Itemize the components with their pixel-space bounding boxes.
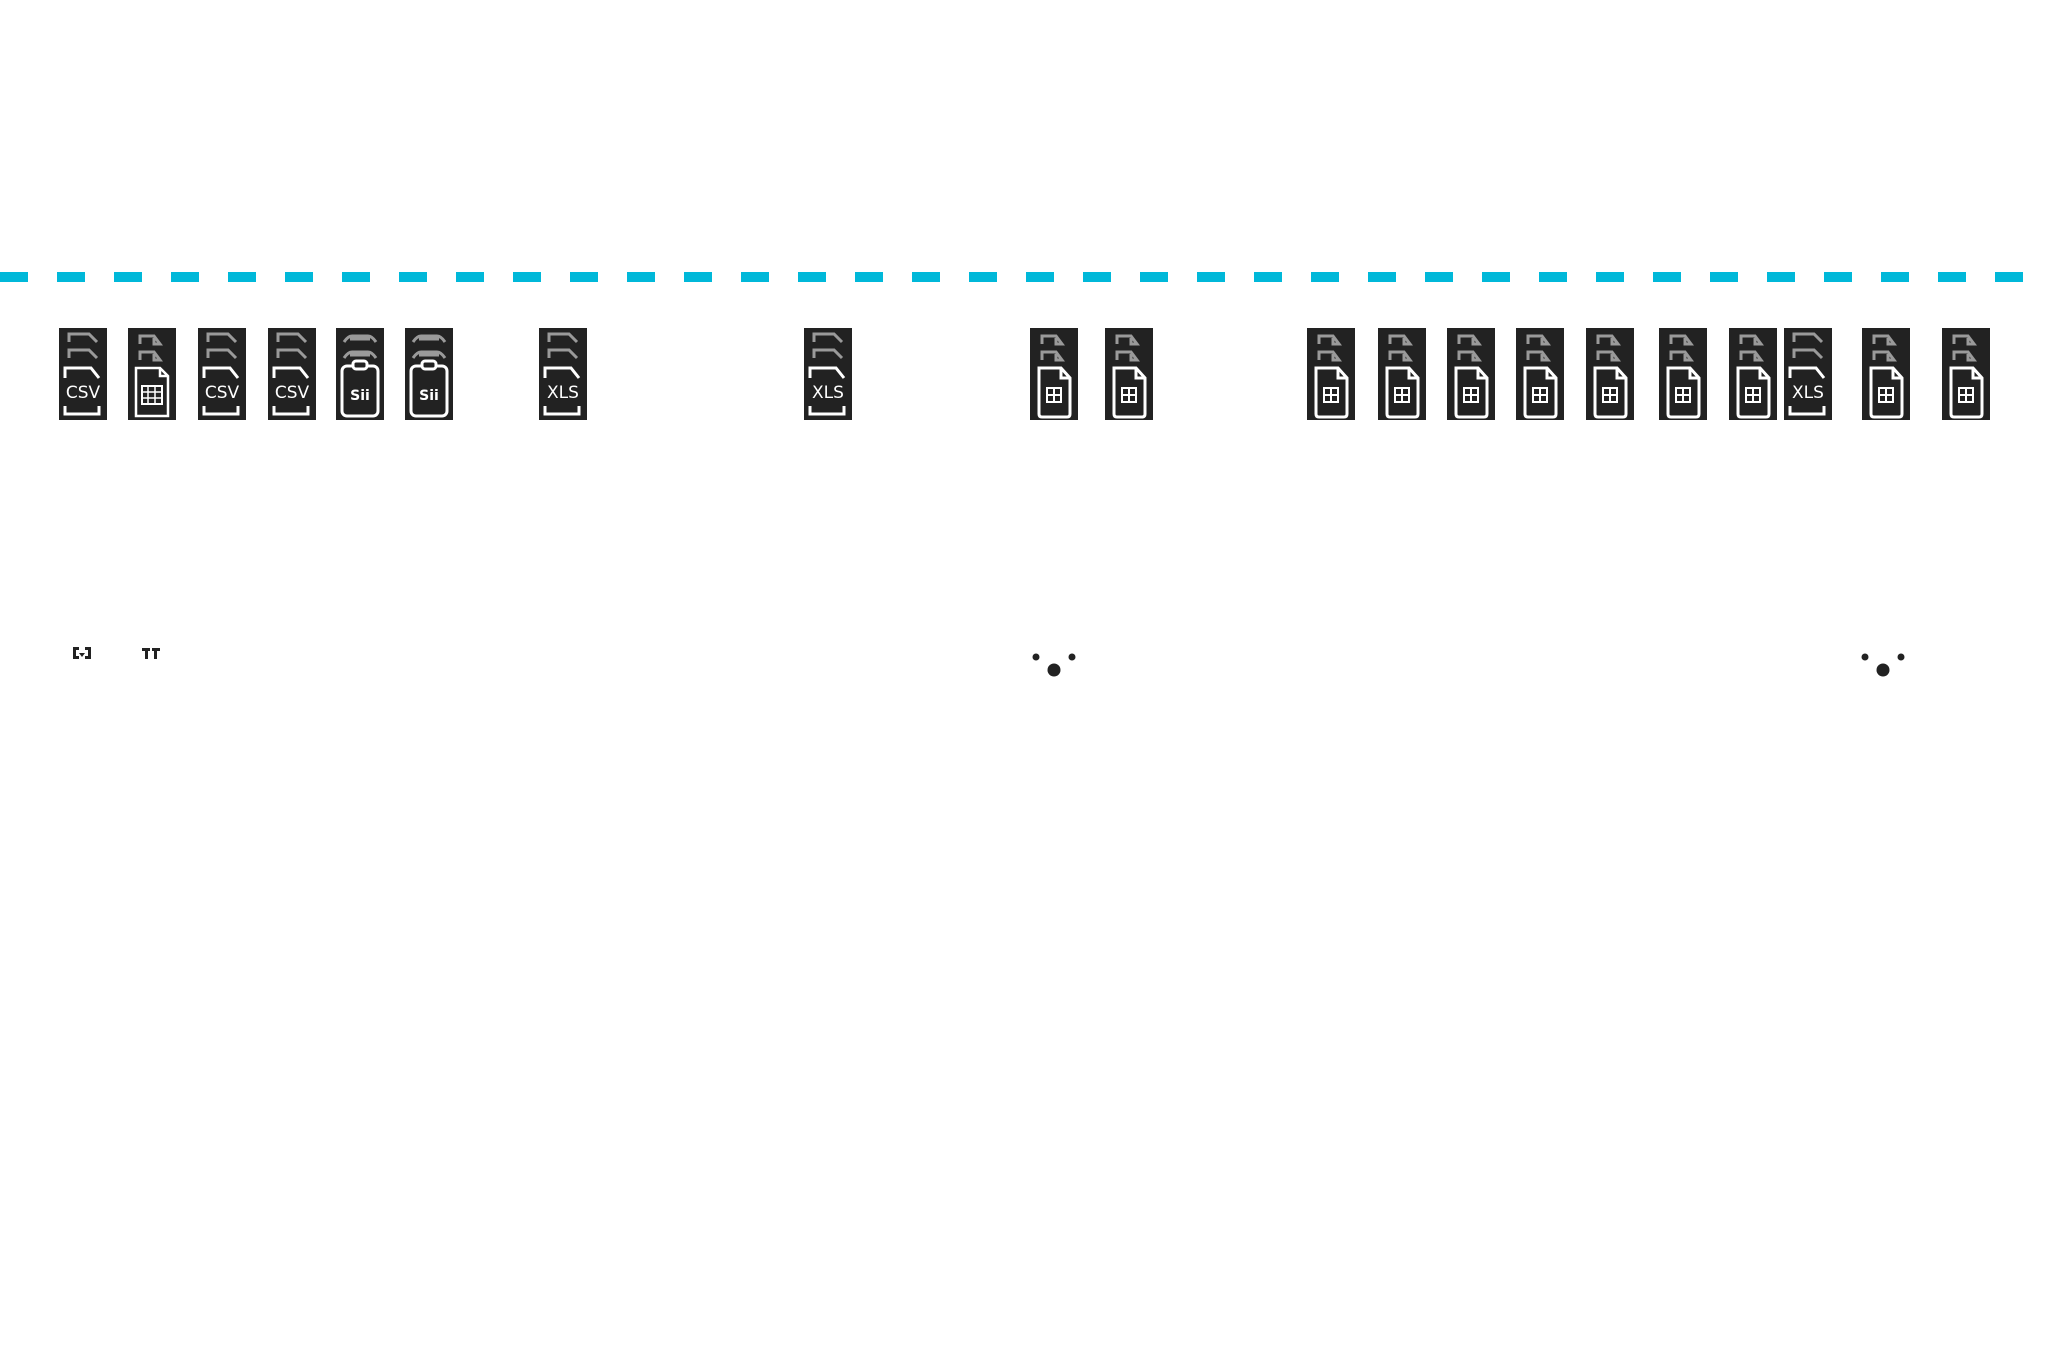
file-type-label: XLS (547, 383, 579, 403)
three-dots-indicator (1032, 652, 1076, 678)
sheet-file-icon[interactable] (1378, 328, 1426, 420)
sheet-file-icon[interactable] (1105, 328, 1153, 420)
file-type-label: CSV (66, 383, 101, 403)
sheet-file-icon[interactable] (1447, 328, 1495, 420)
three-dots-indicator (1861, 652, 1905, 678)
file-type-label: CSV (275, 383, 310, 403)
sii-file-icon[interactable]: Sii (405, 328, 453, 420)
file-type-label: XLS (812, 383, 844, 403)
xls-file-icon[interactable]: XLS (1784, 328, 1832, 420)
spreadsheet-file-icon[interactable] (128, 328, 176, 420)
xls-file-icon[interactable]: XLS (804, 328, 852, 420)
sheet-file-icon[interactable] (1307, 328, 1355, 420)
expand-icon[interactable] (72, 645, 92, 659)
sheet-file-icon[interactable] (1516, 328, 1564, 420)
file-type-label: Sii (350, 388, 370, 404)
sheet-file-icon[interactable] (1659, 328, 1707, 420)
xls-file-icon[interactable]: XLS (539, 328, 587, 420)
sheet-file-icon[interactable] (1586, 328, 1634, 420)
crop-marks-icon[interactable] (141, 645, 161, 659)
csv-file-icon[interactable]: CSV (59, 328, 107, 420)
csv-file-icon[interactable]: CSV (268, 328, 316, 420)
dashed-separator (0, 272, 2048, 282)
file-type-label: CSV (205, 383, 240, 403)
sheet-file-icon[interactable] (1942, 328, 1990, 420)
sheet-file-icon[interactable] (1030, 328, 1078, 420)
file-type-label: XLS (1792, 383, 1824, 403)
csv-file-icon[interactable]: CSV (198, 328, 246, 420)
sheet-file-icon[interactable] (1862, 328, 1910, 420)
file-type-label: Sii (419, 388, 439, 404)
sii-file-icon[interactable]: Sii (336, 328, 384, 420)
sheet-file-icon[interactable] (1729, 328, 1777, 420)
